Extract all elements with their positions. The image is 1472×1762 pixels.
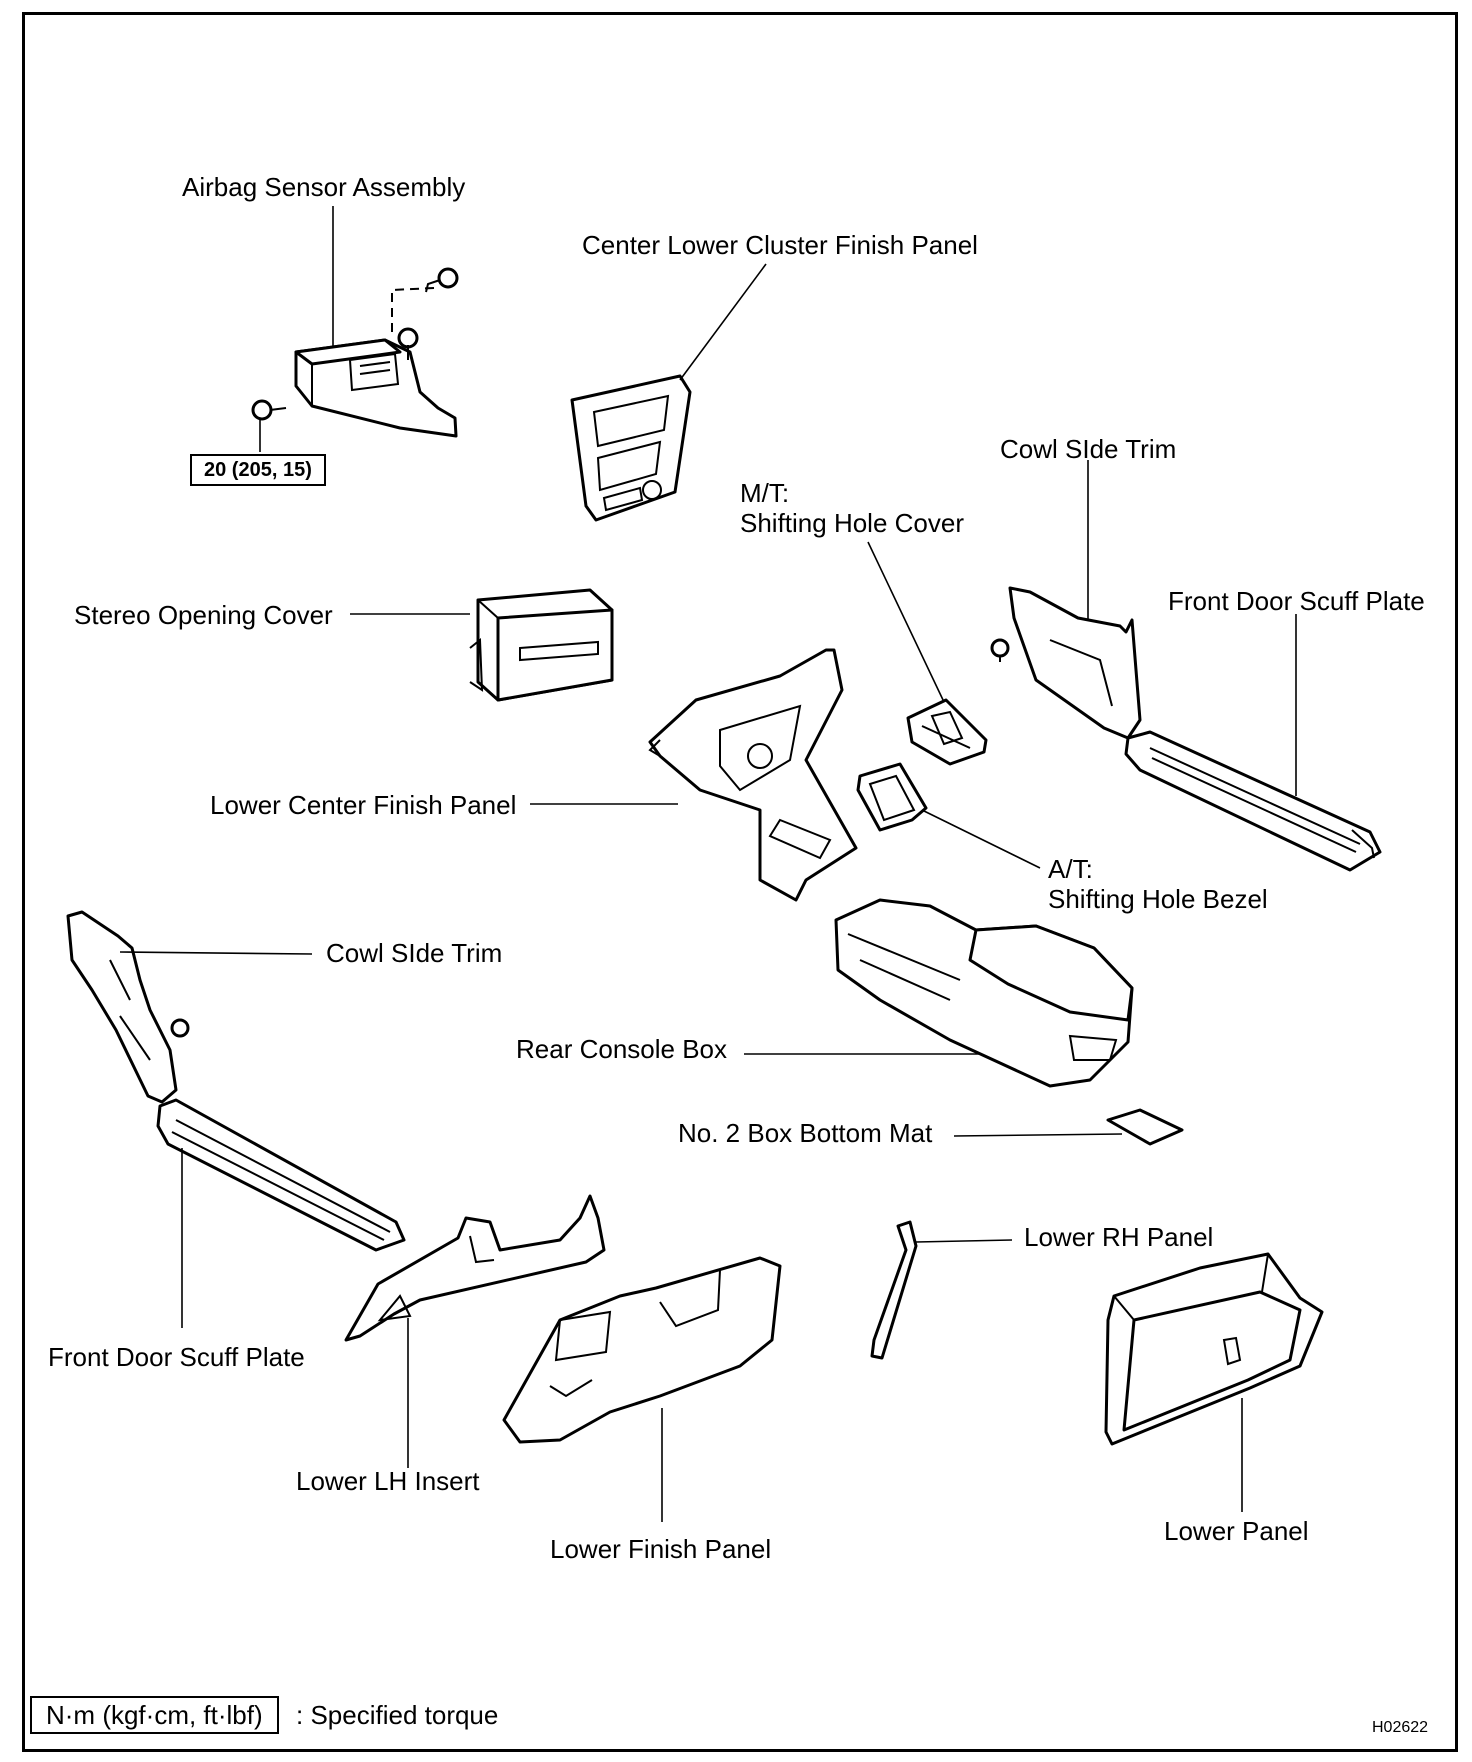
cowl-trim-lh-drawing — [66, 910, 190, 1104]
lower-center-finish-drawing — [648, 648, 858, 902]
label-mt-line2: Shifting Hole Cover — [740, 508, 964, 538]
leader-center-cluster — [679, 263, 767, 381]
leader-lower-rh — [915, 1239, 1013, 1243]
leader-cowl-lh — [119, 951, 313, 955]
lower-finish-drawing — [502, 1256, 782, 1444]
scuff-plate-rh-drawing — [1124, 730, 1382, 872]
airbag-sensor-drawing — [294, 338, 458, 438]
bottom-mat-drawing — [1106, 1108, 1184, 1146]
label-mt-line1: M/T: — [740, 478, 790, 508]
center-lower-cluster-drawing — [570, 374, 692, 522]
label-front-door-scuff-lh: Front Door Scuff Plate — [48, 1342, 305, 1372]
label-lower-lh-insert: Lower LH Insert — [296, 1466, 480, 1496]
label-at-line2: Shifting Hole Bezel — [1048, 884, 1268, 914]
label-airbag-sensor: Airbag Sensor Assembly — [182, 172, 466, 202]
label-cowl-side-trim-lh: Cowl SIde Trim — [326, 938, 503, 968]
label-lower-panel: Lower Panel — [1164, 1516, 1309, 1546]
label-cowl-side-trim-rh: Cowl SIde Trim — [1000, 434, 1177, 464]
at-bezel-drawing — [856, 762, 928, 832]
diagram-frame — [22, 12, 1458, 1752]
label-center-lower-cluster: Center Lower Cluster Finish Panel — [582, 230, 978, 260]
leader-mat — [953, 1133, 1123, 1137]
scuff-plate-lh-drawing — [156, 1098, 406, 1252]
leader-at-bezel — [921, 809, 1041, 869]
lower-lh-insert-drawing — [344, 1194, 606, 1342]
label-lower-finish-panel: Lower Finish Panel — [550, 1534, 772, 1564]
label-stereo-opening-cover: Stereo Opening Cover — [74, 600, 333, 630]
cowl-trim-rh-drawing — [990, 586, 1142, 740]
stereo-cover-drawing — [469, 588, 614, 702]
figure-code: H02622 — [1372, 1719, 1429, 1736]
label-lower-center-finish: Lower Center Finish Panel — [210, 790, 517, 820]
legend-description: : Specified torque — [296, 1700, 499, 1730]
label-at-line1: A/T: — [1048, 854, 1093, 884]
label-lower-rh-panel: Lower RH Panel — [1024, 1222, 1214, 1252]
leader-mt-cover — [867, 541, 945, 703]
mt-cover-drawing — [906, 698, 988, 766]
torque-box: 20 (205, 15) — [190, 454, 326, 486]
label-front-door-scuff-rh: Front Door Scuff Plate — [1168, 586, 1425, 616]
label-rear-console-box: Rear Console Box — [516, 1034, 727, 1064]
rear-console-drawing — [834, 898, 1134, 1088]
lower-rh-panel-drawing — [870, 1220, 918, 1360]
legend-unit-box: N·m (kgf·cm, ft·lbf) — [30, 1696, 279, 1734]
label-box-bottom-mat: No. 2 Box Bottom Mat — [678, 1118, 933, 1148]
lower-panel-drawing — [1104, 1252, 1324, 1446]
bolt-icons-airbag — [251, 267, 459, 421]
